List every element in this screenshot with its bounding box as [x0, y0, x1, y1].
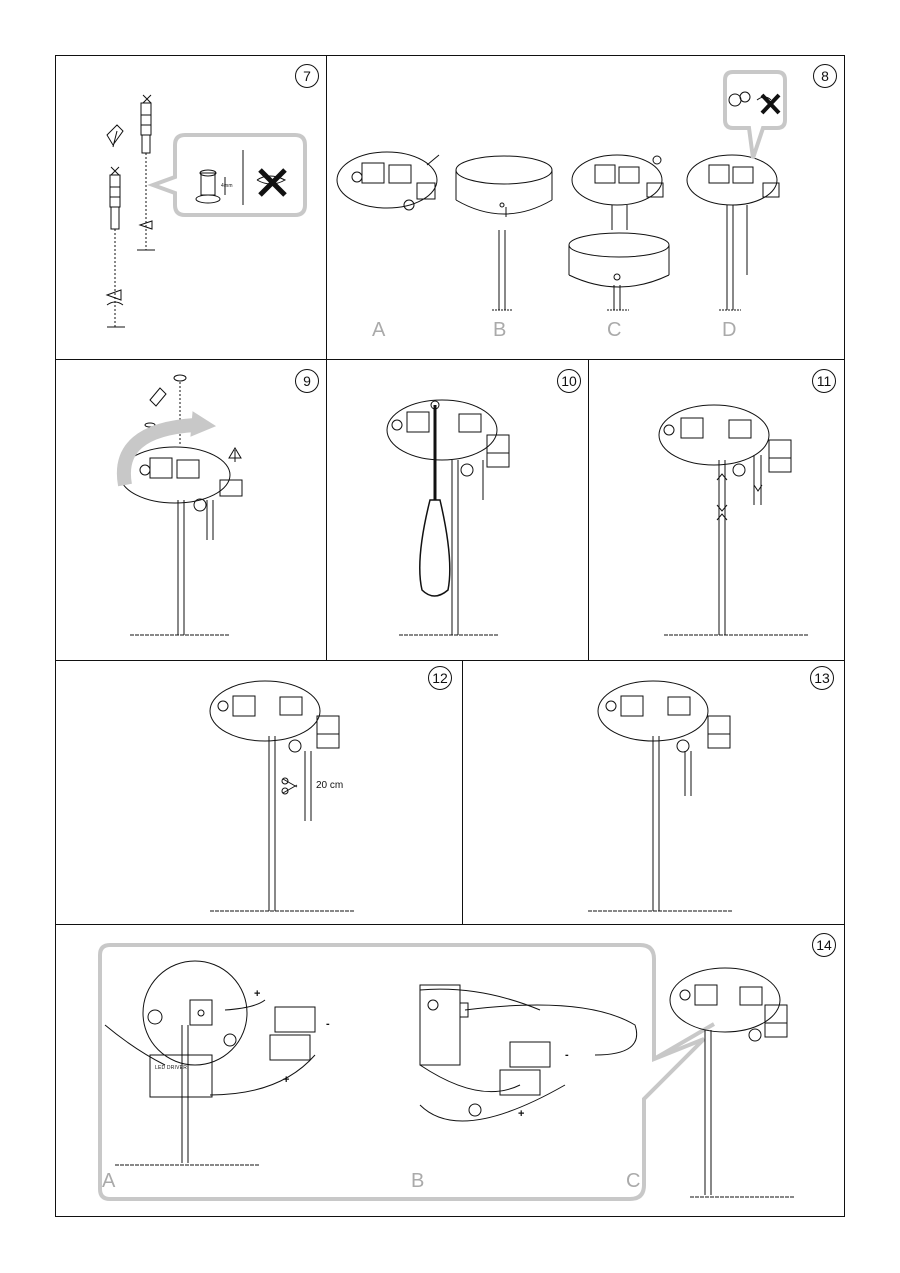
sub-label-d: D	[722, 319, 737, 341]
divider	[55, 359, 845, 361]
cable-cut-illustration	[209, 680, 355, 912]
sub-label-b: B	[493, 319, 507, 341]
step-10-panel: 10	[327, 360, 588, 660]
led-driver-label: LED DRIVER	[155, 1065, 188, 1071]
canopy-assembly-illustration	[336, 70, 787, 311]
anchor-bolts-illustration	[105, 94, 307, 328]
wiring-illustration	[98, 943, 795, 1201]
instruction-sheet-frame	[55, 55, 845, 1217]
polarity-plus: +	[254, 988, 261, 1000]
mount-plate-rotate-illustration	[116, 374, 243, 636]
divider	[55, 660, 845, 662]
step-number-12: 12	[428, 666, 452, 690]
polarity-plus: +	[518, 1108, 525, 1120]
step-14-panel: 14	[55, 925, 845, 1217]
step-8-panel: 8	[327, 55, 845, 359]
step-7-panel: 7 4mm	[55, 55, 326, 359]
step-12-panel: 12 20 cm	[55, 661, 462, 924]
divider	[588, 359, 590, 661]
cut-length-label: 20 cm	[316, 780, 344, 791]
polarity-minus: -	[565, 1049, 569, 1061]
step-9-panel: 9	[55, 360, 326, 660]
divider	[326, 55, 328, 360]
polarity-minus: -	[326, 1018, 330, 1030]
sub-label-a: A	[102, 1170, 116, 1192]
divider	[462, 660, 464, 925]
step-number-8: 8	[813, 64, 837, 88]
step-number-7: 7	[295, 64, 319, 88]
step-11-panel: 11	[589, 360, 845, 660]
divider	[326, 359, 328, 661]
sub-label-a: A	[372, 319, 386, 341]
step-13-panel: 13	[463, 661, 845, 924]
cable-adjust-illustration	[658, 404, 809, 636]
step-number-13: 13	[810, 666, 834, 690]
step-number-9: 9	[295, 369, 319, 393]
divider	[55, 924, 845, 926]
screwdriver-illustration	[386, 399, 510, 636]
sub-label-b: B	[411, 1170, 425, 1192]
polarity-plus: +	[283, 1074, 290, 1086]
cable-routed-illustration	[588, 680, 733, 912]
step-number-10: 10	[557, 369, 581, 393]
sub-label-c: C	[626, 1170, 641, 1192]
drill-depth-label: 4mm	[221, 183, 233, 189]
step-number-14: 14	[812, 933, 836, 957]
sub-label-c: C	[607, 319, 622, 341]
step-number-11: 11	[812, 369, 836, 393]
